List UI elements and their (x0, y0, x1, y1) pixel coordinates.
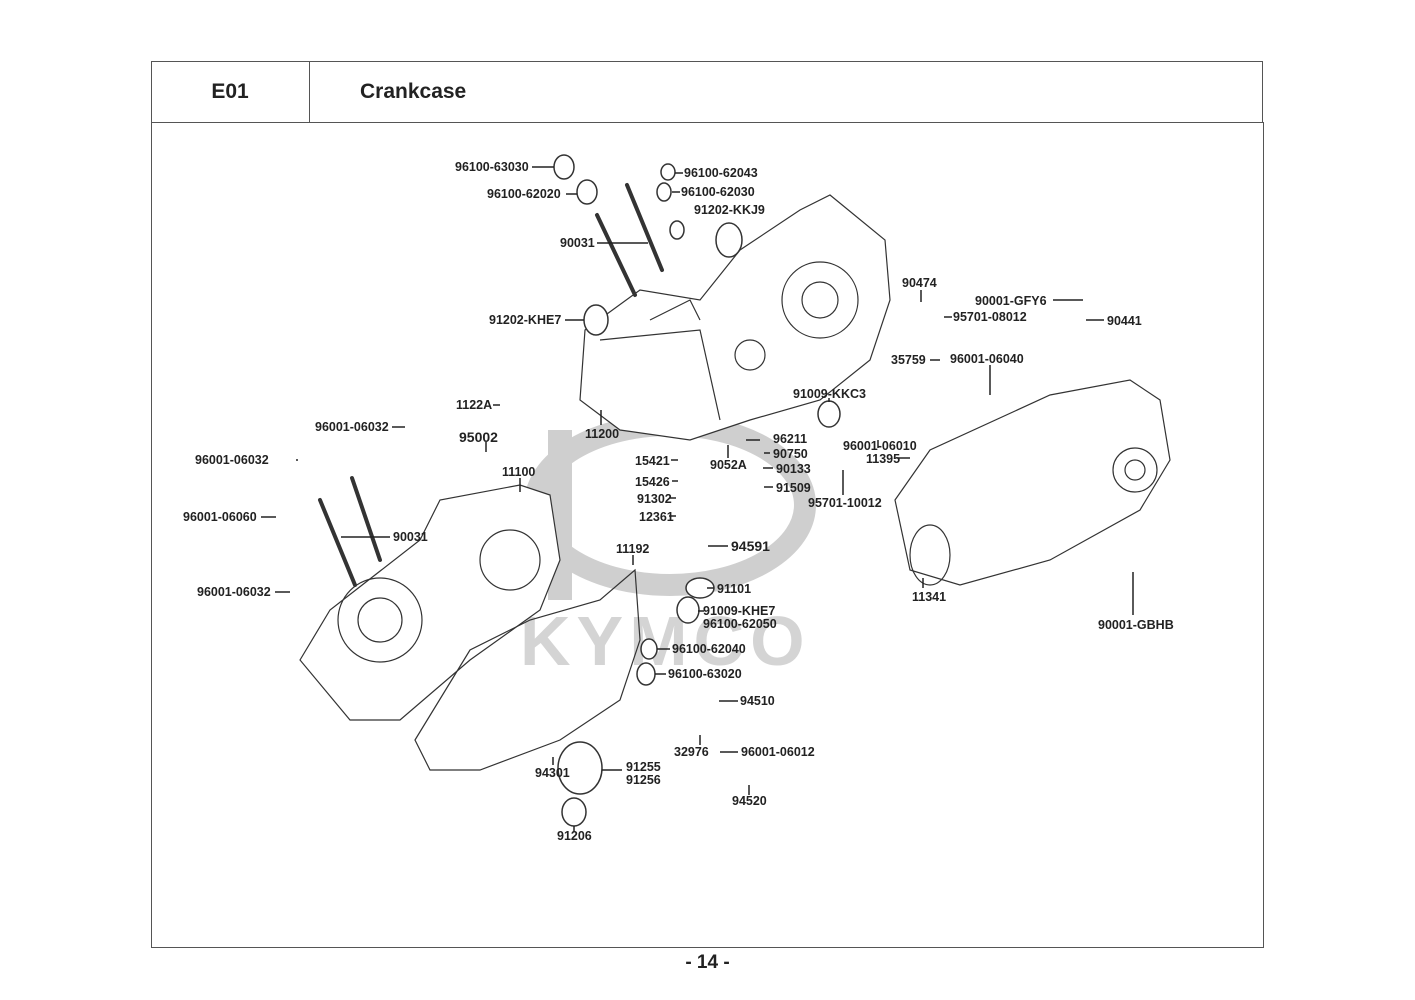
part-label[interactable]: 15426 (635, 475, 670, 489)
part-label[interactable]: 96100-62043 (684, 166, 758, 180)
part-label[interactable]: 11395 (866, 452, 901, 466)
part-label[interactable]: 91206 (557, 829, 592, 843)
stud-bolts (318, 183, 664, 587)
part-label[interactable]: 94301 (535, 766, 570, 780)
part-label[interactable]: 96100-63020 (668, 667, 742, 681)
part-label[interactable]: 95701-10012 (808, 496, 882, 510)
part-label[interactable]: 9052A (710, 458, 747, 472)
part-label[interactable]: 91101 (717, 582, 752, 596)
crankcase-right-half (579, 194, 891, 441)
bearings-and-seals (553, 154, 841, 827)
part-label[interactable]: 91255 (626, 760, 661, 774)
part-label[interactable]: 94591 (731, 538, 770, 554)
crankcase-cover (894, 379, 1171, 586)
page-title: Crankcase (360, 79, 467, 103)
part-label[interactable]: 95701-08012 (953, 310, 1027, 324)
part-label[interactable]: 91256 (626, 773, 661, 787)
part-label[interactable]: 91009-KHE7 (703, 604, 776, 618)
part-label[interactable]: 96100-63030 (455, 160, 529, 174)
part-label[interactable]: 94520 (732, 794, 767, 808)
part-label[interactable]: 90031 (393, 530, 428, 544)
kymco-watermark-text: KYMCO (520, 602, 811, 680)
gasket (414, 568, 641, 771)
part-label[interactable]: 96001-06060 (183, 510, 257, 524)
part-label[interactable]: 90031 (560, 236, 595, 250)
part-label[interactable]: 94510 (740, 694, 775, 708)
part-label[interactable]: 90750 (773, 447, 808, 461)
crankcase-left-half (299, 484, 561, 721)
part-label[interactable]: 90441 (1107, 314, 1142, 328)
part-label[interactable]: 96100-62040 (672, 642, 746, 656)
diagram-frame (151, 122, 1264, 948)
part-label[interactable]: 96001-06032 (195, 453, 269, 467)
part-label[interactable]: 96001-06032 (315, 420, 389, 434)
part-label[interactable]: 96100-62050 (703, 617, 777, 631)
part-label[interactable]: 15421 (635, 454, 670, 468)
part-label[interactable]: 90001-GBHB (1098, 618, 1174, 632)
part-label[interactable]: 90001-GFY6 (975, 294, 1047, 308)
part-label[interactable]: 12361 (639, 510, 674, 524)
leader-lines (261, 166, 1134, 832)
part-label[interactable]: 96211 (773, 432, 808, 446)
part-label[interactable]: 96001-06010 (843, 439, 917, 453)
part-label[interactable]: 91302 (637, 492, 672, 506)
part-label[interactable]: 90133 (776, 462, 811, 476)
part-label[interactable]: 11192 (616, 542, 650, 556)
part-label[interactable]: 95002 (459, 429, 498, 445)
part-label[interactable]: 96001-06032 (197, 585, 271, 599)
part-label[interactable]: 11100 (502, 465, 536, 479)
part-label[interactable]: 96100-62030 (681, 185, 755, 199)
header-frame (151, 61, 1263, 122)
part-label[interactable]: 91202-KHE7 (489, 313, 562, 327)
section-code: E01 (151, 61, 310, 122)
part-label[interactable]: 32976 (674, 745, 709, 759)
part-label[interactable]: 90474 (902, 276, 937, 290)
page-number: - 14 - (685, 952, 730, 973)
part-label[interactable]: 91509 (776, 481, 811, 495)
part-label[interactable]: 11200 (585, 427, 620, 441)
part-label[interactable]: 96001-06040 (950, 352, 1024, 366)
part-label[interactable]: 35759 (891, 353, 926, 367)
part-label[interactable]: 91202-KKJ9 (694, 203, 765, 217)
part-label[interactable]: 11341 (912, 590, 947, 604)
part-label[interactable]: 96001-06012 (741, 745, 815, 759)
part-label[interactable]: 91009-KKC3 (793, 387, 866, 401)
part-label[interactable]: 1122A (456, 398, 493, 412)
part-label[interactable]: 96100-62020 (487, 187, 561, 201)
